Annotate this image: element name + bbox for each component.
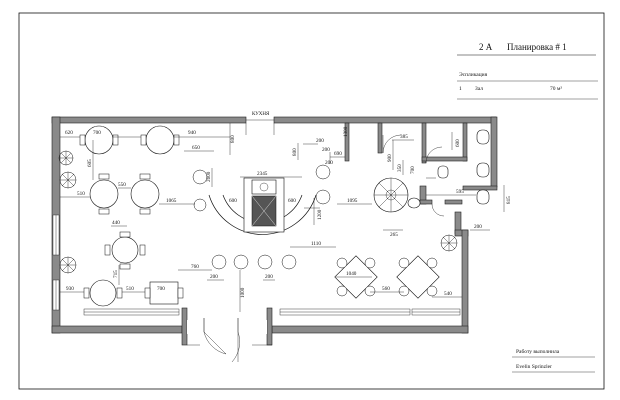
signature-label: Работу выполнила [516,348,560,355]
restroom-block [373,129,490,217]
legend-header: Эспликация [459,72,488,78]
bar-stool [315,189,331,205]
dim-label: 700 [157,286,165,292]
dimension-labels: 620 700 940 800 650 605 550 2600 2345 51… [65,126,512,298]
plant-icon [440,234,458,252]
dim-label: 605 [87,159,93,167]
plants [58,150,458,274]
signature-block: Работу выполнила Evelin Sprinzler [512,348,595,373]
dim-label: 940 [188,130,196,136]
dim-label: 595 [456,189,464,195]
kitchen-label: КУХНЯ [252,112,270,117]
urinal [437,165,449,179]
dim-label: 800 [230,135,236,143]
signature-author: Evelin Sprinzler [516,364,552,370]
dim-label: 930 [66,286,74,292]
dim-label: 700 [410,166,416,174]
windows-left [52,214,60,311]
dim-label: 510 [126,286,134,292]
dim-label: 1000 [240,287,246,298]
bar-stool [193,198,207,212]
dim-label: 600 [455,139,461,147]
dim-label: 800 [292,148,298,156]
bar-stool [192,169,208,185]
legend-row-num: 1 [459,86,462,92]
dim-label: 2600 [206,171,212,182]
dim-label: 690 [334,151,342,157]
bar-stool [315,164,331,180]
windows-bottom [83,308,461,316]
dim-label: 385 [400,134,408,140]
legend-row-area: 70 м² [550,86,562,92]
dim-label: 265 [390,232,398,238]
dim-label: 1040 [346,271,357,277]
toilet [476,189,490,205]
dim-label: 760 [191,264,199,270]
dim-label: 1110 [311,241,321,247]
dim-label: 1200 [317,209,323,220]
dim-label: 200 [316,138,324,144]
dim-label: 1065 [166,198,177,204]
plant-icon [59,256,77,274]
dim-label: 440 [112,220,120,226]
dim-label: 350 [397,164,403,172]
sheet-frame [18,12,605,390]
sheet-title: Планировка # 1 [507,42,567,52]
sheet-number: 2 А [479,42,493,52]
dim-label: 200 [474,224,482,230]
bar-stool [281,254,297,270]
dim-label: 200 [325,160,333,166]
plant-icon [58,150,74,166]
kitchen-door [245,119,275,135]
bar-stool [257,254,273,270]
dim-label: 540 [444,291,452,297]
dim-label: 1300 [343,126,349,137]
toilet [476,162,490,178]
toilet [476,129,490,145]
bar-counter [192,164,331,270]
dim-label: 200 [210,274,218,280]
dim-label: 2345 [257,171,268,177]
dim-label: 550 [118,182,126,188]
dim-label: 200 [265,274,273,280]
dining-tables-left [79,125,184,307]
dim-label: 715 [113,270,119,278]
dim-label: 620 [65,130,73,136]
dim-label: 600 [288,198,296,204]
dim-label: 1095 [347,198,358,204]
bar-stool [233,254,249,270]
plant-icon [59,171,77,189]
dim-label: 560 [382,286,390,292]
dim-label: 815 [506,196,512,204]
sink [407,197,421,209]
legend-row-name: Зал [475,86,483,92]
bar-stool [211,254,227,270]
title-block: 2 А Планировка # 1 Эспликация 1 Зал 70 м… [457,42,598,100]
dim-label: 600 [229,198,237,204]
entrance-door [187,318,272,363]
dimension-lines [60,123,505,312]
dim-label: 700 [93,130,101,136]
dim-label: 200 [322,147,330,153]
dim-label: 650 [192,145,200,151]
dim-label: 510 [77,191,85,197]
dim-label: 900 [387,154,393,162]
